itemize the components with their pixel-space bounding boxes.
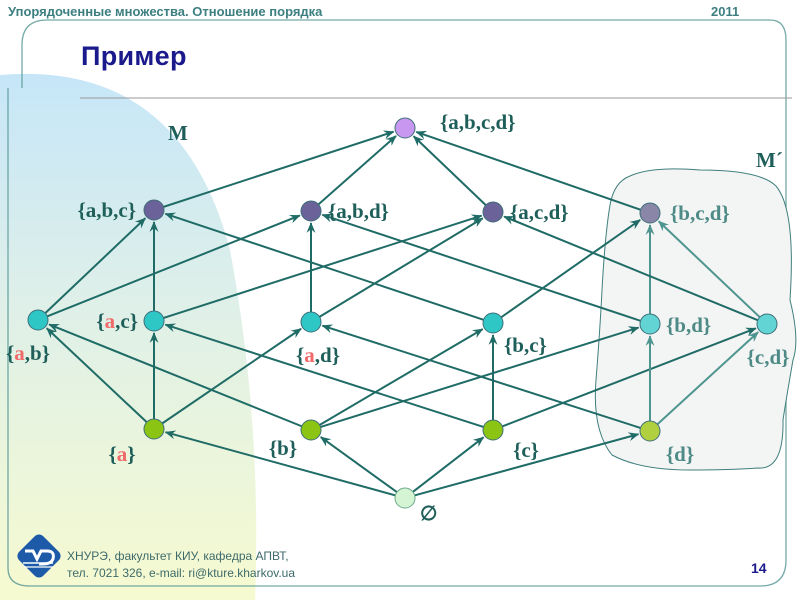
node-label-abc: {a,b,c} [77,198,136,222]
edge-ab-to-abc [41,217,146,317]
node-ac [143,310,165,332]
node-label-c: {c} [513,438,539,462]
set-label-M: M [168,121,188,145]
edge-c-to-cd [498,327,757,429]
node-b [300,419,322,441]
slide-title: Пример [81,41,187,71]
node-abd [300,200,322,222]
node-label-a: {a} [108,442,135,466]
subset-M-prime-region [594,168,797,471]
edge-bcd-to-abcd [415,130,645,212]
page-number: 14 [751,560,767,576]
node-ab [27,309,49,331]
node-label-ac: {a,c} [96,309,138,333]
edge-c-to-ac [164,323,488,430]
edge-empty-to-c [409,436,485,496]
edge-empty-to-b [319,436,401,496]
edge-d-to-ad [321,324,645,431]
edge-bc-to-bcd [497,219,641,321]
node-ad [300,311,322,333]
node-a [143,418,165,440]
edge-ac-to-acd [159,214,483,321]
node-label-abcd: {a,b,c,d} [440,110,515,134]
edge-cd-to-acd [503,215,762,323]
node-empty [394,487,416,509]
node-acd [482,201,504,223]
edge-a-to-ad [158,327,302,427]
node-label-bc: {b,c} [504,333,547,357]
node-label-b: {b} [269,436,297,460]
node-c [482,419,504,441]
edge-abd-to-abcd [314,135,397,208]
node-label-empty: ∅ [420,503,437,525]
edge-b-to-bc [315,328,484,428]
university-logo-icon [17,534,61,578]
node-label-ab: {a,b} [6,341,50,365]
edge-acd-to-abcd [412,135,490,209]
node-d [639,420,661,442]
node-label-acd: {a,c,d} [510,200,569,224]
node-cd [756,313,778,335]
set-label-M-prime: M´ [756,148,783,172]
edge-bd-to-abd [321,213,645,324]
node-label-abd: {a,b,d} [328,199,389,223]
background-arc [0,73,257,600]
node-abcd [394,117,416,139]
edge-d-to-cd [653,331,759,428]
node-label-cd: {c,d} [747,345,790,369]
node-bd [639,313,661,335]
node-label-bd: {b,d} [666,313,711,337]
edge-empty-to-d [410,432,640,498]
edge-b-to-ab [48,323,306,429]
node-bc [482,312,504,334]
node-label-bcd: {b,c,d} [670,201,730,225]
edge-ad-to-acd [315,217,484,320]
node-abc [143,199,165,221]
header-title: Упорядоченные множества. Отношение поряд… [8,4,323,19]
edge-b-to-bd [316,326,640,430]
node-label-d: {d} [666,442,694,466]
edge-ab-to-abd [43,214,301,319]
edge-abc-to-abcd [159,130,395,210]
footer-line-1: ХНУРЭ, факультет КИУ, кафедра АПВТ, [67,549,289,563]
header-year: 2011 [711,4,740,19]
footer-line-2: тел. 7021 326, e-mail: ri@kture.kharkov.… [67,566,296,580]
edge-empty-to-a [164,430,400,498]
edge-bc-to-abc [164,212,488,323]
edge-cd-to-bcd [658,220,764,321]
node-label-ad: {a,d} [296,343,340,367]
edge-a-to-ab [46,327,151,426]
node-bcd [639,202,661,224]
